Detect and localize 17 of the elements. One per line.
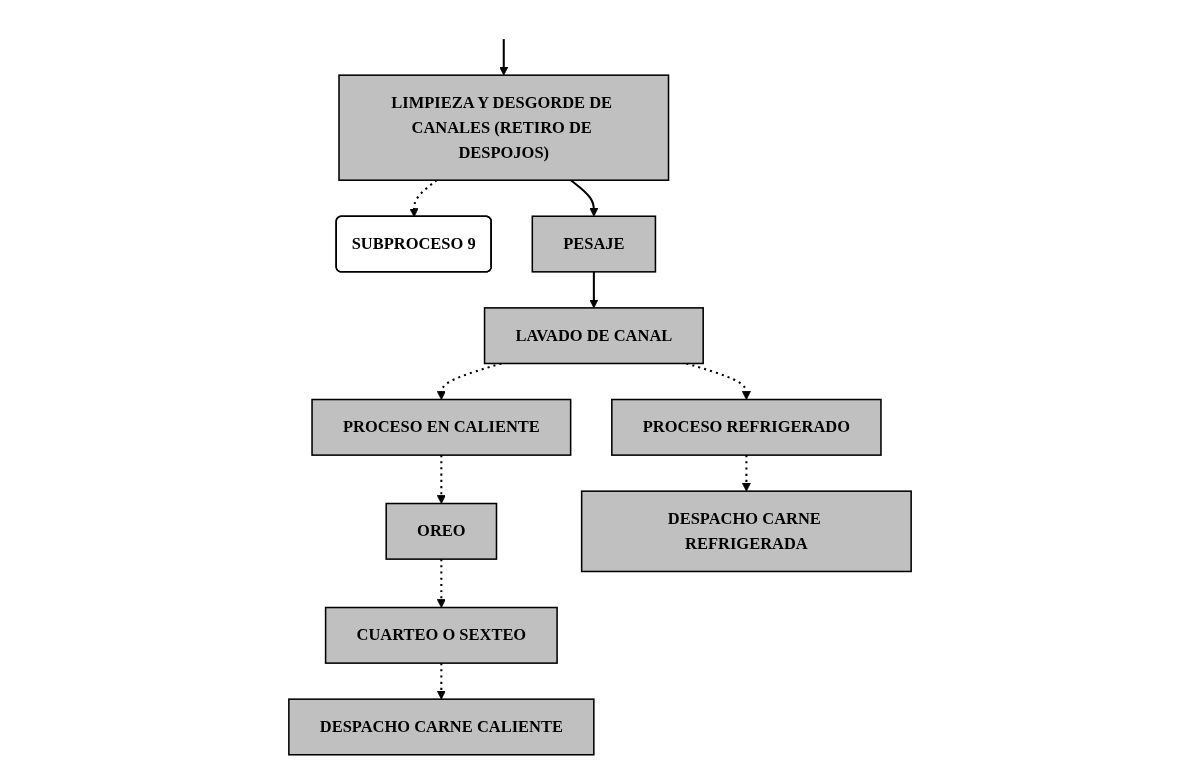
arrow xyxy=(436,663,446,700)
arrow xyxy=(499,39,509,76)
arrow xyxy=(589,271,599,309)
node-box: PROCESO REFRIGERADO xyxy=(611,398,882,456)
node-box: LIMPIEZA Y DESGORDE DE CANALES (RETIRO DE DESPOJOS) xyxy=(338,74,670,181)
node-box: CUARTEO O SEXTEO xyxy=(324,606,558,664)
arrow xyxy=(436,559,446,608)
node-box: DESPACHO CARNE CALIENTE xyxy=(288,698,595,756)
arrow xyxy=(436,455,446,504)
node-box: OREO xyxy=(385,502,498,560)
node-box: PROCESO EN CALIENTE xyxy=(311,398,572,456)
node-box: PESAJE xyxy=(531,215,657,273)
node-box: DESPACHO CARNE REFRIGERADA xyxy=(580,490,912,573)
node-box: LAVADO DE CANAL xyxy=(483,307,704,365)
arrow xyxy=(409,179,438,218)
arrow xyxy=(570,179,599,217)
arrow xyxy=(741,455,751,492)
